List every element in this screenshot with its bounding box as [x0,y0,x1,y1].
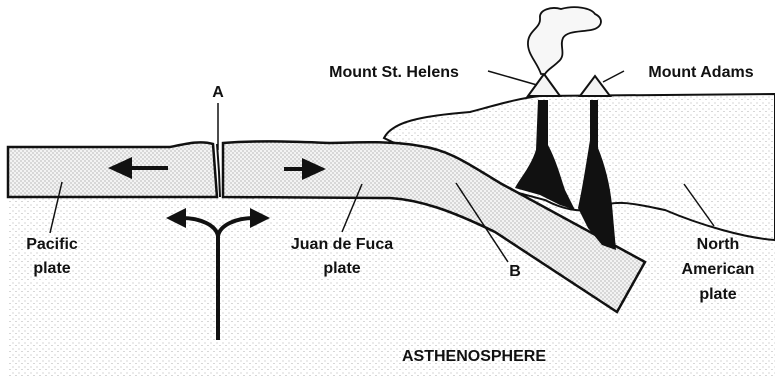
label-north-american-line3: plate [699,286,736,303]
label-a: A [212,84,224,101]
label-pacific-line2: plate [33,260,70,277]
smoke-plume [528,7,601,74]
leader-line-mount-st-helens [488,71,537,85]
asthenosphere-layer [8,195,775,376]
label-mount-adams: Mount Adams [648,64,753,81]
label-juan-de-fuca-line1: Juan de Fuca [291,236,393,253]
label-north-american-line2: American [682,261,755,278]
mount-adams-cone [580,76,610,96]
label-north-american-line1: North [697,236,740,253]
mount-st-helens-cone [528,74,560,96]
label-pacific-line1: Pacific [26,236,78,253]
label-asthenosphere: ASTHENOSPHERE [402,348,546,365]
leader-line-mount-adams [603,71,624,82]
label-mount-st-helens: Mount St. Helens [329,64,459,81]
label-juan-de-fuca-line2: plate [323,260,360,277]
label-b: B [509,263,521,280]
